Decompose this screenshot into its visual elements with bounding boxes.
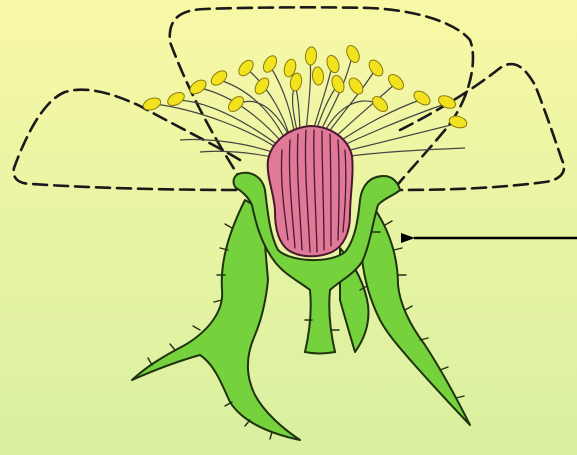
gynoecium: [268, 126, 353, 256]
